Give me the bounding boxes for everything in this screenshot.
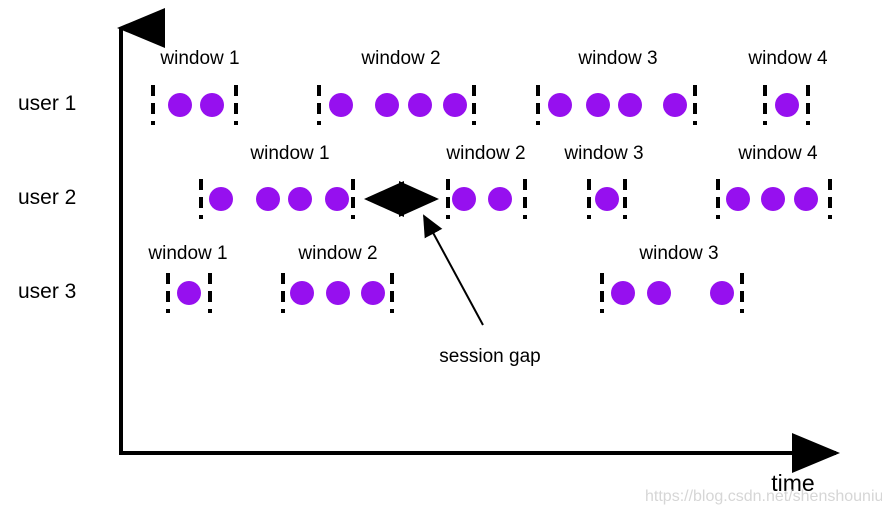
user1-window2-label: window 2: [361, 48, 441, 69]
user3-window3-event-dot-3: [710, 281, 734, 305]
user3-window2-event-dot-1: [290, 281, 314, 305]
user2-window1-label: window 1: [250, 143, 330, 164]
user2-window4-label: window 4: [738, 143, 818, 164]
user-row-label-3: user 3: [18, 280, 77, 303]
user3-window3-event-dot-2: [647, 281, 671, 305]
time-axis-label: time: [771, 470, 815, 496]
user2-window1-event-dot-3: [288, 187, 312, 211]
window-brackets-group: [151, 85, 832, 313]
user3-window2-event-dot-3: [361, 281, 385, 305]
user1-window1-event-dot-1: [168, 93, 192, 117]
user-row-label-1: user 1: [18, 92, 77, 115]
user3-window1-event-dot-1: [177, 281, 201, 305]
user1-window3-event-dot-4: [663, 93, 687, 117]
user2-window3-label: window 3: [564, 143, 644, 164]
user2-window4-event-dot-3: [794, 187, 818, 211]
user1-window4-event-dot-1: [775, 93, 799, 117]
event-dots-group: [168, 93, 818, 305]
user1-window2-event-dot-4: [443, 93, 467, 117]
user1-window3-label: window 3: [578, 48, 658, 69]
user1-window3-event-dot-3: [618, 93, 642, 117]
user2-window4-event-dot-2: [761, 187, 785, 211]
user1-window2-event-dot-3: [408, 93, 432, 117]
user3-window1-label: window 1: [148, 243, 228, 264]
user1-window4-label: window 4: [748, 48, 828, 69]
watermark-text: https://blog.csdn.net/shenshouniu: [645, 488, 882, 505]
user3-window2-event-dot-2: [326, 281, 350, 305]
user3-window3-event-dot-1: [611, 281, 635, 305]
session-gap-leader-line: [423, 214, 484, 326]
user3-window3-label: window 3: [639, 243, 719, 264]
user2-window1-event-dot-1: [209, 187, 233, 211]
user2-window2-label: window 2: [446, 143, 526, 164]
annotation-group: [364, 181, 484, 326]
user1-window1-label: window 1: [160, 48, 240, 69]
user1-window3-event-dot-2: [586, 93, 610, 117]
user1-window2-event-dot-1: [329, 93, 353, 117]
user2-window2-event-dot-1: [452, 187, 476, 211]
user2-window1-event-dot-4: [325, 187, 349, 211]
user-row-label-2: user 2: [18, 186, 77, 209]
user2-window2-event-dot-2: [488, 187, 512, 211]
user3-window2-label: window 2: [298, 243, 378, 264]
user1-window2-event-dot-2: [375, 93, 399, 117]
user1-window1-event-dot-2: [200, 93, 224, 117]
user1-window3-event-dot-1: [548, 93, 572, 117]
axes-group: [117, 8, 840, 473]
session-gap-caption: session gap: [439, 346, 541, 367]
user2-window3-event-dot-1: [595, 187, 619, 211]
user2-window1-event-dot-2: [256, 187, 280, 211]
user2-window4-event-dot-1: [726, 187, 750, 211]
